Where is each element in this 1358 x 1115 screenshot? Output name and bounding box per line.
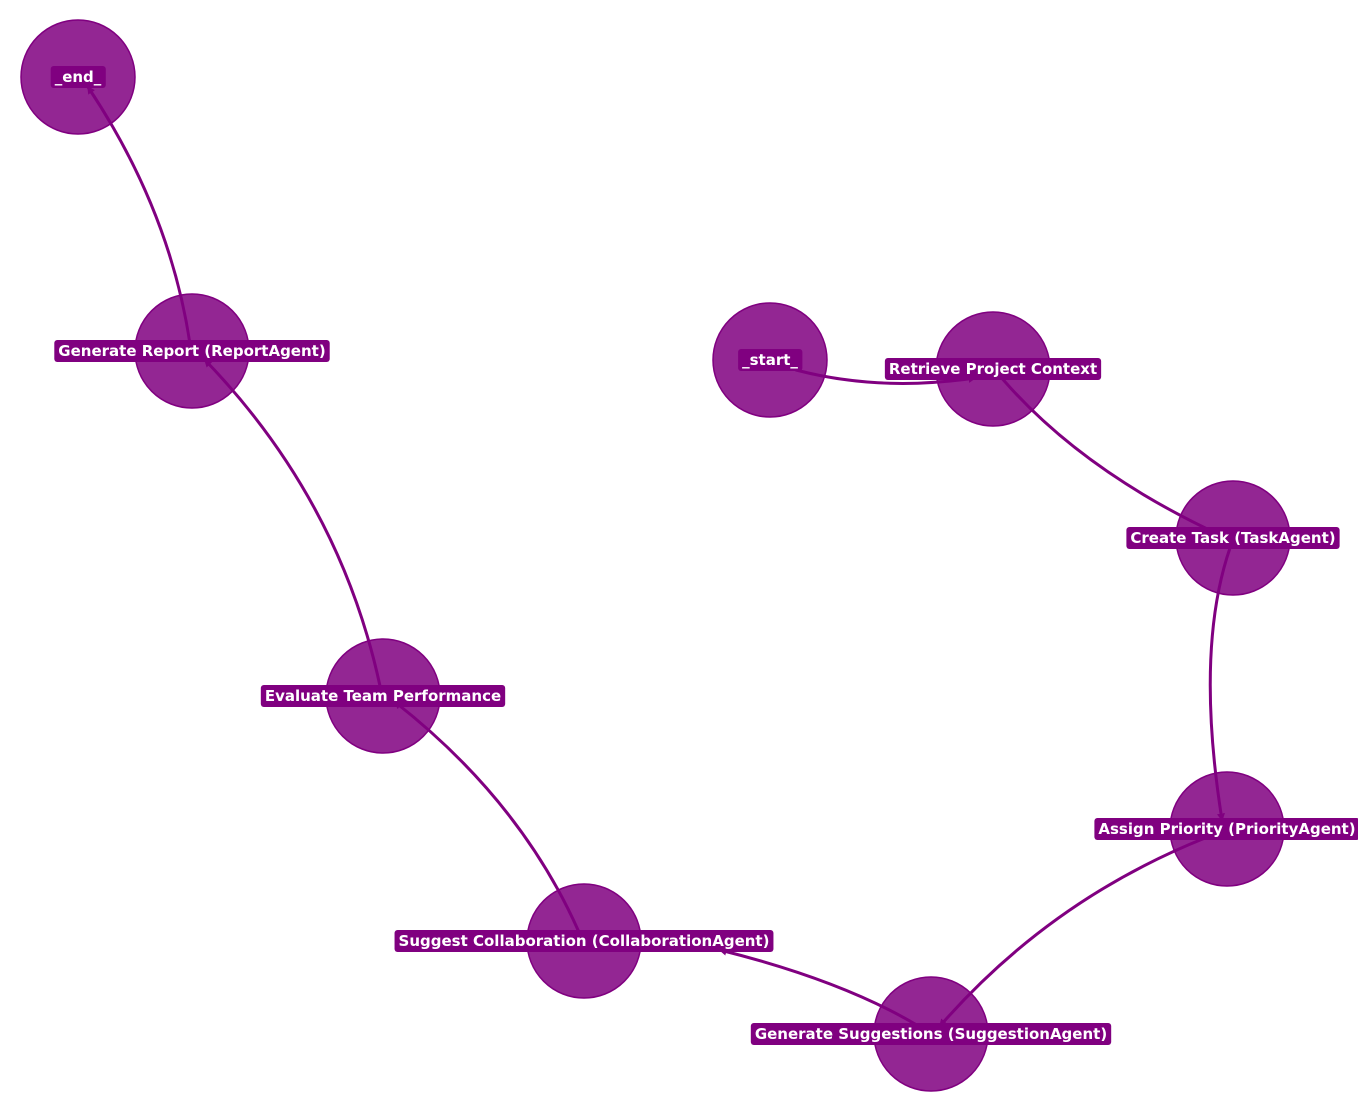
edge-evaluate-to-report [203,358,382,688]
node-label-report: Generate Report (ReportAgent) [54,340,330,362]
label-background [260,685,506,707]
edge-start-to-retrieve [794,368,977,385]
label-background [50,66,106,88]
node-label-text: _start_ [742,351,798,369]
label-background [738,349,803,371]
label-background [1126,527,1340,549]
label-background [54,340,330,362]
node-label-priority: Assign Priority (PriorityAgent) [1094,818,1358,840]
node-label-collaboration: Suggest Collaboration (CollaborationAgen… [394,930,774,952]
node-label-text: Suggest Collaboration (CollaborationAgen… [399,932,770,950]
edge-layer [86,85,1232,1028]
label-background [750,1023,1112,1045]
node-label-end: _end_ [50,66,106,88]
node-label-text: Generate Suggestions (SuggestionAgent) [755,1025,1107,1043]
label-background [884,358,1102,380]
edge-report-to-end [86,85,192,346]
edge-collaboration-to-evaluate [393,700,580,932]
edge-priority-to-suggestions [938,836,1207,1028]
edge-task-to-priority [1208,546,1232,822]
node-label-text: _end_ [55,68,102,86]
node-label-text: Assign Priority (PriorityAgent) [1098,820,1355,838]
node-label-suggestions: Generate Suggestions (SuggestionAgent) [750,1023,1112,1045]
label-background [394,930,774,952]
edge-suggestions-to-collaboration [718,947,917,1026]
node-label-text: Retrieve Project Context [889,360,1097,378]
label-background [1094,818,1358,840]
node-label-text: Create Task (TaskAgent) [1130,529,1335,547]
node-label-task: Create Task (TaskAgent) [1126,527,1340,549]
node-label-start: _start_ [738,349,803,371]
node-label-text: Evaluate Team Performance [265,687,501,705]
edge-retrieve-to-task [998,374,1222,537]
node-label-retrieve: Retrieve Project Context [884,358,1102,380]
node-label-text: Generate Report (ReportAgent) [58,342,325,360]
node-label-evaluate: Evaluate Team Performance [260,685,506,707]
